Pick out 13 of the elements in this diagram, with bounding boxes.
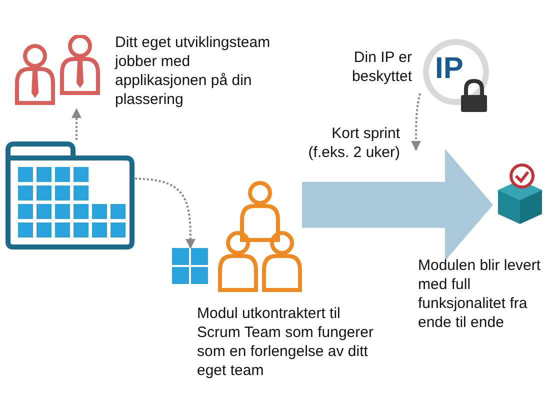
flow-arrow — [302, 148, 493, 261]
node-label: Modul utkontraktert til Scrum Team som fungerer som en forlengelse av ditt eget team — [197, 304, 374, 380]
dotted-arrow — [411, 93, 421, 151]
grid-icon — [172, 248, 209, 285]
calendar-folder-icon — [5, 140, 135, 250]
node-label: Din IP er beskyttet — [350, 48, 412, 86]
ip-text: IP — [435, 52, 464, 86]
dotted-arrow — [72, 108, 82, 140]
ip-icon — [420, 38, 492, 112]
node-label: Ditt eget utviklingsteam jobber med applikasjonen på din plassering — [115, 33, 272, 109]
node-label: Modulen blir levert med full funksjonalitet fra ende til ende — [418, 256, 542, 332]
team-icon — [218, 180, 302, 292]
dotted-arrow — [134, 178, 196, 249]
